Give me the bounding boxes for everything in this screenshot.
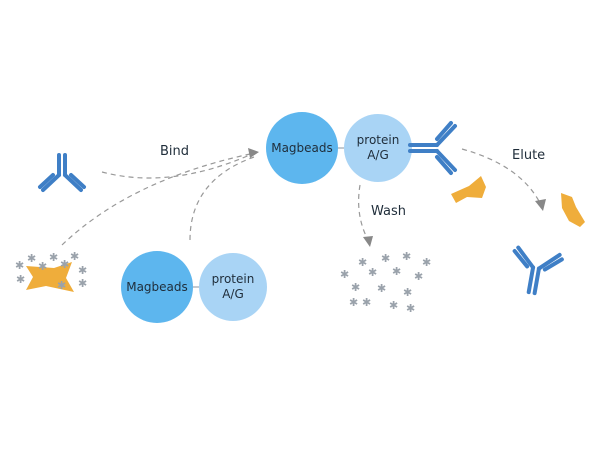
impurity-icons-wash: ✱ ✱ ✱ ✱ ✱ ✱ ✱ ✱ ✱ ✱ ✱ ✱ ✱ ✱ ✱ xyxy=(340,250,431,315)
impurity-icon: ✱ xyxy=(362,296,371,309)
impurity-icon: ✱ xyxy=(422,256,431,269)
impurity-icon: ✱ xyxy=(49,251,58,264)
elute-path xyxy=(461,148,541,204)
wash-path xyxy=(358,184,369,241)
impurity-icon: ✱ xyxy=(358,256,367,269)
impurity-icon: ✱ xyxy=(403,286,412,299)
impurity-icon: ✱ xyxy=(381,252,390,265)
impurity-icon: ✱ xyxy=(349,296,358,309)
impurity-icon: ✱ xyxy=(70,250,79,263)
eluted-antibody-icon xyxy=(512,245,564,296)
impurity-icon: ✱ xyxy=(392,265,401,278)
impurity-icon: ✱ xyxy=(78,264,87,277)
sample-to-bead-path xyxy=(61,153,251,246)
wash-arrowhead-icon xyxy=(363,236,373,247)
bound-antibody-icon xyxy=(408,121,457,175)
eluted-antigen-icon xyxy=(561,193,585,227)
antibody-to-bead-path xyxy=(101,153,253,179)
impurity-icon: ✱ xyxy=(402,250,411,263)
impurity-icon: ✱ xyxy=(414,270,423,283)
top-protein-ag xyxy=(344,114,412,182)
elute-label: Elute xyxy=(512,148,546,163)
elute-arrow xyxy=(461,148,546,211)
antibody-icon xyxy=(38,153,86,192)
impurity-icon: ✱ xyxy=(78,277,87,290)
wash-arrow xyxy=(358,184,373,247)
impurity-icon: ✱ xyxy=(351,281,360,294)
impurity-icon: ✱ xyxy=(38,260,47,273)
impurity-icons-sample: ✱ ✱ ✱ ✱ ✱ ✱ ✱ ✱ ✱ ✱ xyxy=(15,250,87,292)
bind-arrowhead-icon xyxy=(248,148,259,158)
impurity-icon: ✱ xyxy=(389,299,398,312)
bind-arrow xyxy=(61,153,255,246)
bottom-bead-to-bead-path xyxy=(189,156,255,241)
impurity-icon: ✱ xyxy=(60,258,69,271)
impurity-icon: ✱ xyxy=(340,268,349,281)
impurity-icon: ✱ xyxy=(377,282,386,295)
impurity-icon: ✱ xyxy=(57,279,66,292)
impurity-icon: ✱ xyxy=(15,259,24,272)
bind-label: Bind xyxy=(160,144,190,159)
impurity-icon: ✱ xyxy=(406,302,415,315)
wash-label: Wash xyxy=(371,204,407,219)
bottom-protein-ag xyxy=(199,253,267,321)
top-magbead xyxy=(266,112,338,184)
bound-antigen-icon xyxy=(451,176,486,203)
antigen-icon xyxy=(26,262,74,292)
bottom-magbead xyxy=(121,251,193,323)
impurity-icon: ✱ xyxy=(368,266,377,279)
impurity-icon: ✱ xyxy=(27,252,36,265)
impurity-icon: ✱ xyxy=(16,273,25,286)
elute-arrowhead-icon xyxy=(535,199,546,211)
